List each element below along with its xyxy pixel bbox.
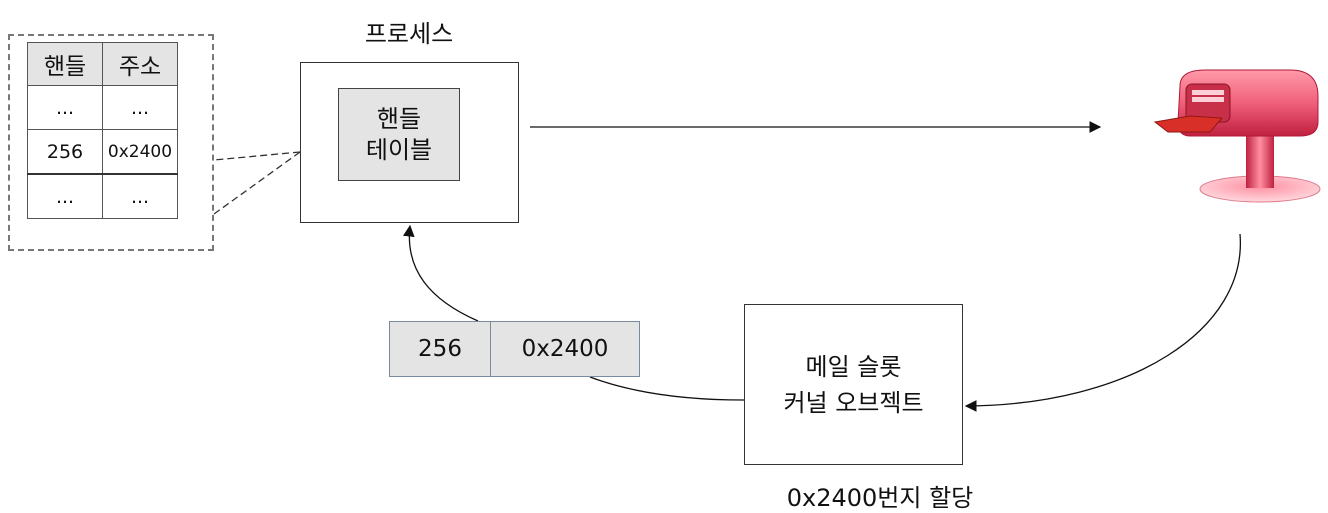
table-cell-address: 0x2400 — [102, 129, 178, 175]
table-cell-handle: 256 — [27, 129, 103, 175]
zoom-line-top — [213, 151, 301, 161]
handle-table-detail-frame — [8, 34, 214, 251]
arrow-mailbox-to-mailslot — [964, 233, 1241, 412]
table-row: 256 0x2400 — [27, 129, 178, 175]
handle-table-detail: 핸들 주소 ... ... 256 0x2400 ... ... — [27, 42, 178, 219]
mailbox-icon — [1153, 69, 1321, 203]
column-header-handle: 핸들 — [27, 42, 103, 86]
column-header-address: 주소 — [102, 42, 178, 86]
pair-address: 0x2400 — [491, 322, 639, 376]
handle-table-label-line1: 핸들 — [376, 104, 422, 133]
table-cell-handle: ... — [27, 173, 103, 219]
mailslot-label-line2: 커널 오브젝트 — [783, 388, 924, 417]
table-header-row: 핸들 주소 — [27, 42, 178, 86]
table-cell-handle: ... — [27, 85, 103, 130]
mailslot-label-line1: 메일 슬롯 — [805, 352, 902, 381]
arrow-pair-to-process — [403, 224, 479, 322]
handle-table-label-line2: 테이블 — [365, 135, 433, 164]
handle-address-pair: 256 0x2400 — [389, 321, 640, 377]
curve-mailslot-to-pair — [589, 376, 745, 401]
table-row: ... ... — [27, 85, 178, 130]
process-title: 프로세스 — [364, 20, 454, 48]
table-cell-address: ... — [102, 85, 178, 130]
allocation-caption: 0x2400번지 할당 — [786, 484, 974, 512]
table-cell-address: ... — [102, 173, 178, 219]
mailslot-kernel-object-box: 메일 슬롯 커널 오브젝트 — [744, 304, 963, 465]
pair-handle: 256 — [390, 322, 491, 376]
zoom-line-bottom — [213, 151, 301, 215]
table-row: ... ... — [27, 173, 178, 219]
handle-table-box: 핸들 테이블 — [338, 88, 460, 181]
